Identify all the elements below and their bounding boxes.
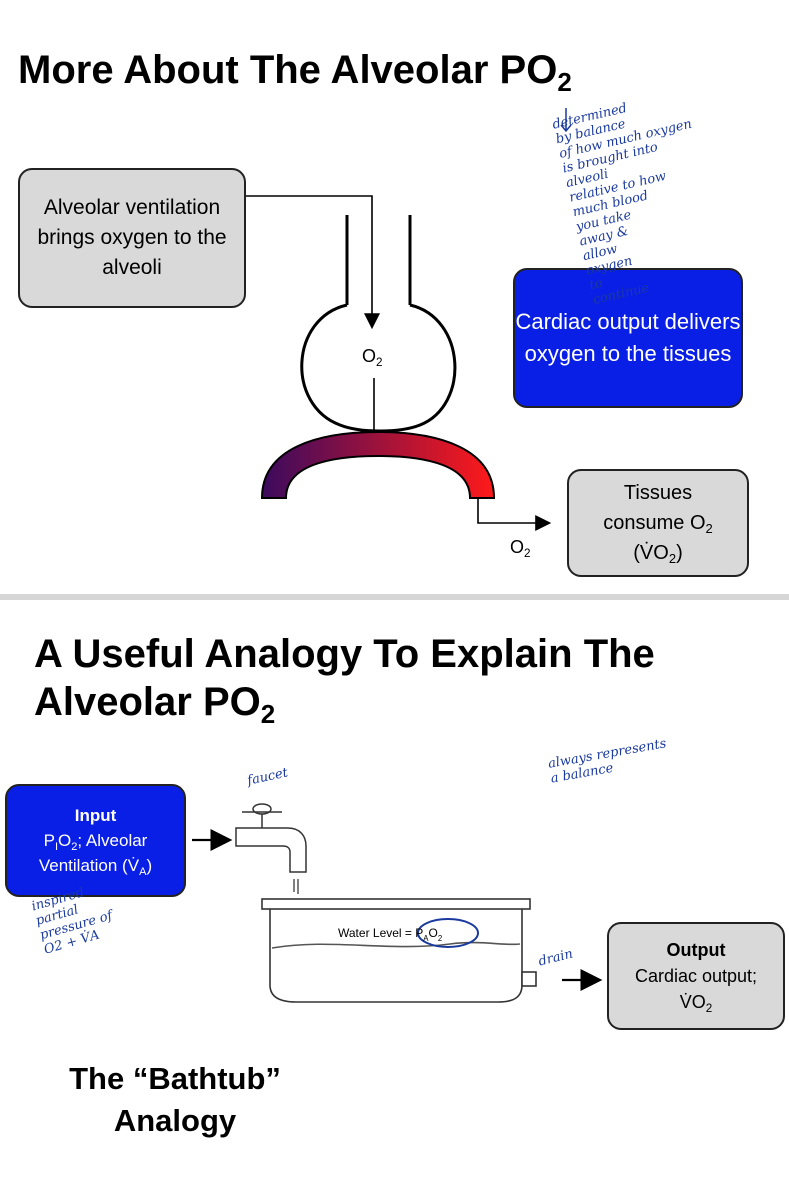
tissues-box: Tissues consume O2 (V̇O2)	[567, 469, 749, 577]
slide-divider	[0, 594, 789, 600]
ventilation-arrow	[246, 195, 380, 330]
water-level-label: Water Level = PAO2	[338, 926, 443, 943]
cardiac-output-box: Cardiac output delivers oxygen to the ti…	[513, 268, 743, 408]
faucet-graphic	[235, 803, 307, 894]
alveolus-flask	[300, 215, 457, 433]
water-level-circle	[417, 918, 479, 948]
annotation-pointer	[560, 108, 572, 133]
bathtub-analogy-label: The “Bathtub” Analogy	[69, 1061, 281, 1138]
slide1-title: More About The Alveolar PO2	[18, 48, 572, 97]
output-box: Output Cardiac output; V̇O2	[607, 922, 785, 1030]
slide2-title: A Useful Analogy To Explain The Alveolar…	[34, 632, 655, 729]
input-text: Input PIO2; Alveolar Ventilation (V̇A)	[38, 806, 153, 878]
outflow-o2-label: O2	[510, 537, 531, 560]
tissues-text: Tissues consume O2 (V̇O2)	[603, 482, 713, 566]
bathtub-graphic	[261, 898, 537, 1003]
ventilation-box: Alveolar ventilation brings oxygen to th…	[18, 168, 246, 308]
ventilation-text: Alveolar ventilation brings oxygen to th…	[37, 196, 227, 279]
alveolus-o2-label: O2	[362, 346, 383, 369]
cardiac-output-text: Cardiac output delivers oxygen to the ti…	[515, 309, 741, 366]
input-box: Input PIO2; Alveolar Ventilation (V̇A)	[5, 784, 186, 897]
outflow-arrow	[477, 498, 552, 531]
output-text: Output Cardiac output; V̇O2	[634, 940, 758, 1015]
capillary-arc	[260, 430, 496, 499]
